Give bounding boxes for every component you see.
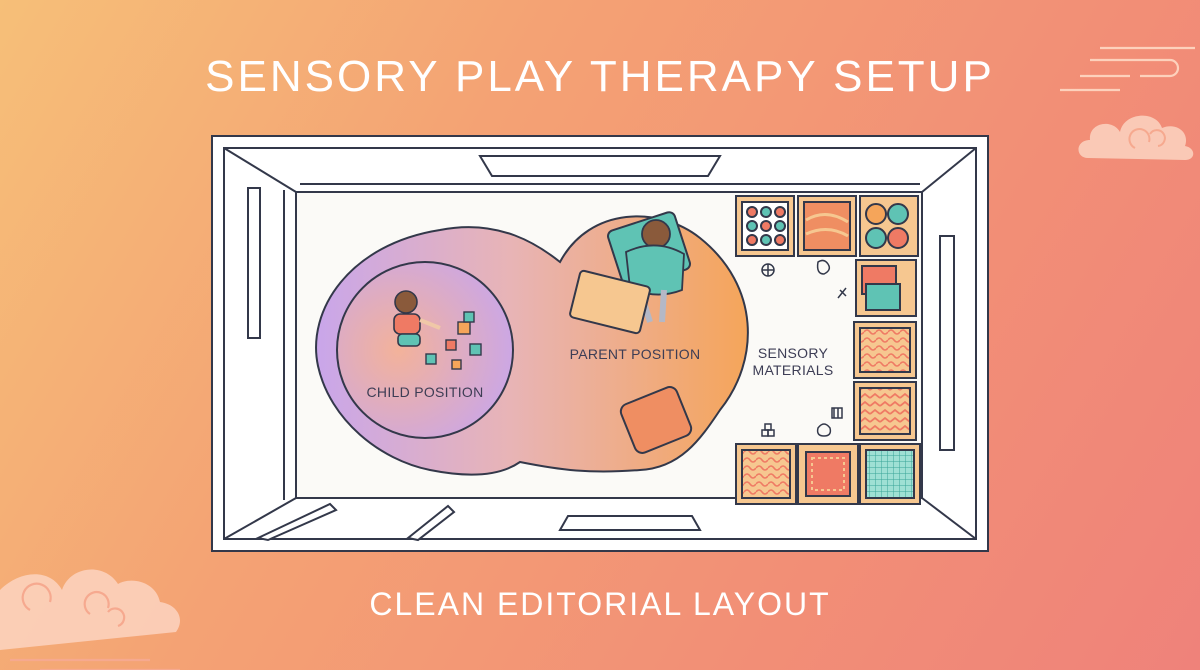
window	[247, 155, 955, 542]
child-position-label: CHILD POSITION	[366, 384, 484, 400]
child-zone	[336, 261, 514, 439]
cushion-icon	[619, 386, 693, 454]
sensory-bin-icon	[853, 321, 917, 379]
child-figure-icon	[393, 290, 441, 347]
sensory-bin-icon	[797, 443, 859, 505]
toy-blocks-icon	[425, 311, 482, 370]
sensory-label-line2: MATERIALS	[752, 362, 834, 378]
sensory-bin-icon	[855, 259, 917, 317]
sensory-bin-icon	[859, 443, 921, 505]
sensory-label-line1: SENSORY	[757, 345, 829, 361]
page-subtitle: CLEAN EDITORIAL LAYOUT	[369, 586, 831, 622]
sensory-bin-icon	[853, 381, 917, 441]
toy-icons	[761, 259, 847, 437]
cloud-icon	[0, 569, 181, 670]
sensory-materials-label: SENSORY MATERIALS	[748, 345, 838, 379]
sensory-bin-icon	[735, 443, 797, 505]
sensory-bin-icon	[859, 195, 919, 257]
parent-position-label: PARENT POSITION	[569, 346, 701, 362]
cloud-icon	[1060, 46, 1195, 160]
sensory-bin-icon	[797, 195, 857, 257]
page-title: SENSORY PLAY THERAPY SETUP	[205, 52, 995, 101]
drawing-board	[569, 269, 651, 335]
sensory-bin-icon	[735, 195, 795, 257]
